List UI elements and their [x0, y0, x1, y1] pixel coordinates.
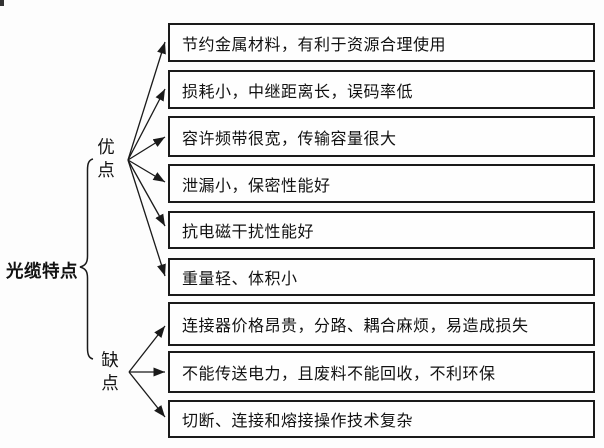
root-label: 光缆特点: [6, 262, 78, 282]
advantage-box-2: 损耗小，中继距离长，误码率低: [168, 70, 595, 109]
arrow-advantage-3: [127, 136, 166, 161]
arrow-advantage-2: [127, 88, 166, 161]
arrow-advantage-6: [127, 159, 166, 277]
advantage-box-5: 抗电磁干扰性能好: [168, 211, 595, 249]
arrow-advantage-5: [127, 159, 166, 227]
arrow-advantage-4: [127, 159, 166, 183]
advantage-box-4: 泄漏小，保密性能好: [168, 164, 595, 203]
disadvantage-box-2: 不能传送电力，且废料不能回收，不利环保: [168, 351, 595, 393]
root-brace: [79, 158, 94, 360]
disadvantage-box-1: 连接器价格昂贵，分路、耦合麻烦，易造成损失: [168, 302, 595, 346]
advantage-box-6: 重量轻、体积小: [168, 258, 595, 296]
advantage-box-1: 节约金属材料，有利于资源合理使用: [168, 23, 595, 62]
scan-artifact: [0, 0, 4, 6]
advantage-box-3: 容许频带很宽，传输容量很大: [168, 116, 595, 157]
disadvantage-box-3: 切断、连接和熔接操作技术复杂: [168, 400, 595, 438]
arrow-advantage-1: [127, 41, 166, 161]
arrow-disadvantage-3: [128, 371, 166, 418]
arrow-disadvantage-1: [128, 325, 166, 373]
branch-label-disadvantages: 缺点: [101, 351, 119, 394]
branch-label-advantages: 优点: [97, 138, 115, 181]
